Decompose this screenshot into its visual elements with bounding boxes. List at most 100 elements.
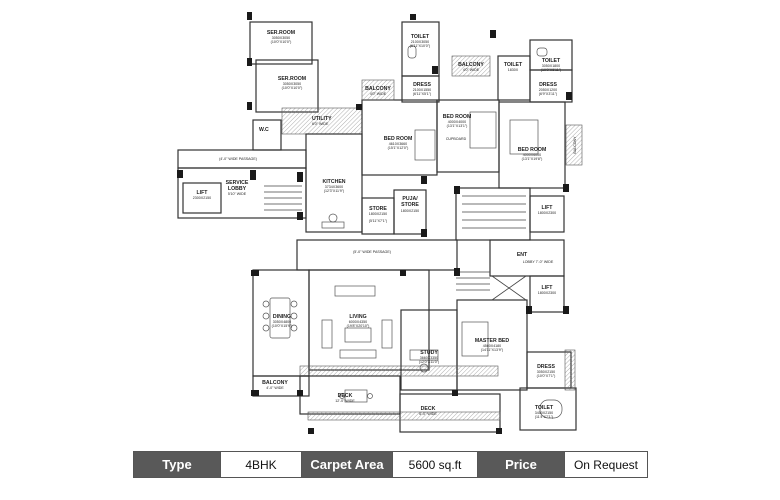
svg-text:SERVICE: SERVICE (226, 180, 249, 186)
svg-text:4'0" WIDE: 4'0" WIDE (370, 92, 387, 96)
svg-text:(19'8"X20'10"): (19'8"X20'10") (347, 324, 370, 328)
label-lobby: LOBBY 7'-0" WIDE (523, 260, 554, 264)
svg-text:(6'11"X10'0"): (6'11"X10'0") (410, 44, 430, 48)
label-cupboard: CUPBOARD (446, 137, 467, 141)
svg-text:PUJA/: PUJA/ (402, 196, 418, 202)
svg-text:3050X3050: 3050X3050 (272, 36, 290, 40)
svg-text:3050X1800: 3050X1800 (542, 64, 560, 68)
svg-text:BALCONY: BALCONY (262, 380, 288, 386)
svg-text:TOILET: TOILET (411, 34, 430, 40)
svg-text:4000X6000: 4000X6000 (523, 153, 541, 157)
svg-text:MASTER BED: MASTER BED (475, 338, 510, 344)
svg-text:LOBBY: LOBBY (228, 186, 247, 192)
svg-text:3050X2150: 3050X2150 (537, 370, 555, 374)
svg-text:DRESS: DRESS (537, 364, 555, 370)
svg-text:6000X4350: 6000X4350 (349, 320, 367, 324)
svg-text:TOILET: TOILET (504, 62, 523, 68)
svg-text:TOILET: TOILET (542, 58, 561, 64)
svg-text:KITCHEN: KITCHEN (322, 179, 345, 185)
svg-text:LIFT: LIFT (542, 205, 554, 211)
svg-text:(13'1"X13'1"): (13'1"X13'1") (447, 124, 468, 128)
svg-text:CUPBOARD: CUPBOARD (446, 137, 467, 141)
svg-text:TOILET: TOILET (535, 405, 554, 411)
svg-text:DRESS: DRESS (413, 82, 431, 88)
svg-text:2300X2150: 2300X2150 (193, 196, 211, 200)
svg-text:(11'4"X7'1"): (11'4"X7'1") (535, 415, 553, 419)
svg-text:6'-0" WIDE: 6'-0" WIDE (419, 412, 437, 416)
label-passage-mid: (5'-0" WIDE PASSAGE) (353, 250, 391, 254)
svg-text:(13'1"X19'8"): (13'1"X19'8") (522, 157, 543, 161)
svg-text:LOBBY 7'-0" WIDE: LOBBY 7'-0" WIDE (523, 260, 554, 264)
svg-text:(10'0"X5'11"): (10'0"X5'11") (541, 68, 561, 72)
svg-text:DRESS: DRESS (539, 82, 557, 88)
svg-text:(12'3"X11'9"): (12'3"X11'9") (324, 189, 344, 193)
svg-text:3050X3050: 3050X3050 (283, 82, 301, 86)
svg-text:(14'11"X13'9"): (14'11"X13'9") (481, 348, 503, 352)
svg-text:4'0" WIDE: 4'0" WIDE (463, 68, 480, 72)
label-wc: W.C (259, 127, 269, 133)
svg-text:SER.ROOM: SER.ROOM (278, 76, 306, 82)
svg-text:BALCONY: BALCONY (365, 86, 391, 92)
furniture (262, 45, 563, 419)
svg-text:4'-0" WIDE: 4'-0" WIDE (266, 386, 284, 390)
price-label: Price (478, 452, 564, 477)
unit-info-bar: Type 4BHK Carpet Area 5600 sq.ft Price O… (133, 451, 648, 478)
label-ent: ENT (517, 252, 528, 258)
svg-text:(5'-0" WIDE PASSAGE): (5'-0" WIDE PASSAGE) (353, 250, 391, 254)
carpet-area-value: 5600 sq.ft (392, 452, 478, 477)
svg-text:BED ROOM: BED ROOM (518, 147, 547, 153)
svg-text:W.C: W.C (259, 127, 269, 133)
svg-text:(10'0"X10'0"): (10'0"X10'0") (282, 86, 303, 90)
svg-text:STUDY: STUDY (420, 350, 438, 356)
svg-text:3734X3600: 3734X3600 (325, 185, 343, 189)
svg-text:6'0" WIDE: 6'0" WIDE (312, 122, 329, 126)
type-value: 4BHK (220, 452, 302, 477)
svg-text:LIFT: LIFT (542, 285, 554, 291)
label-balcony-right: BALCONY (573, 136, 577, 154)
svg-text:BED ROOM: BED ROOM (384, 136, 413, 142)
svg-text:(10'0"X7'1"): (10'0"X7'1") (537, 374, 556, 378)
svg-text:(5'11"X7'1"): (5'11"X7'1") (369, 219, 387, 223)
svg-text:(6'9"X3'11"): (6'9"X3'11") (539, 92, 557, 96)
svg-text:1800X2150: 1800X2150 (401, 209, 419, 213)
svg-text:STORE: STORE (401, 202, 419, 208)
svg-text:ENT: ENT (517, 252, 528, 258)
svg-text:BALCONY: BALCONY (573, 136, 577, 154)
svg-text:1800X2300: 1800X2300 (538, 211, 556, 215)
svg-text:(12'0"X11'0"): (12'0"X11'0") (419, 360, 439, 364)
svg-text:5'10" WIDE: 5'10" WIDE (228, 192, 247, 196)
svg-text:3050X4800: 3050X4800 (273, 320, 291, 324)
svg-text:1800X2150: 1800X2150 (369, 212, 387, 216)
svg-text:4610X3660: 4610X3660 (389, 142, 407, 146)
label-passage-top: (4'-0" WIDE PASSAGE) (219, 157, 257, 161)
svg-text:LIVING: LIVING (349, 314, 366, 320)
svg-text:3660X3350: 3660X3350 (420, 356, 438, 360)
svg-text:DINING: DINING (273, 314, 291, 320)
svg-text:(4'-0" WIDE PASSAGE): (4'-0" WIDE PASSAGE) (219, 157, 257, 161)
